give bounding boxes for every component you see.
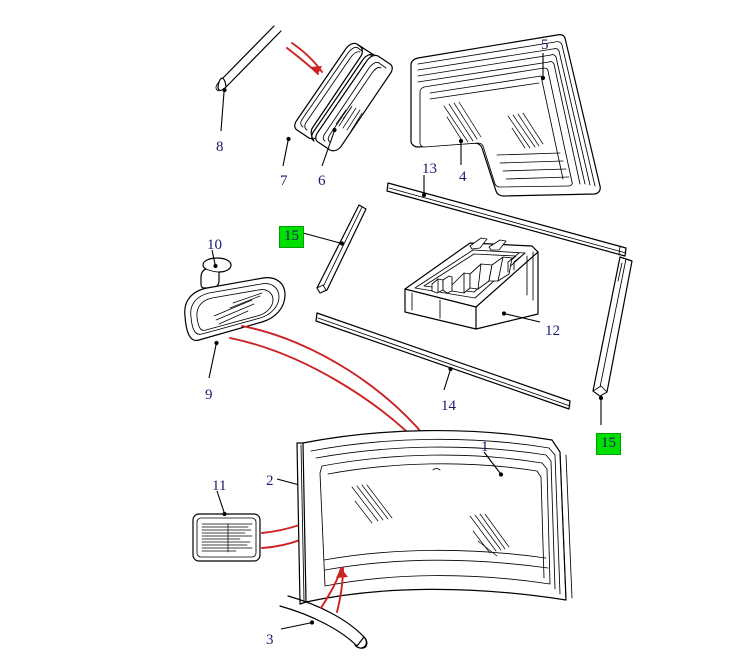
part-label-8[interactable]: 8 [216,139,224,155]
part-label-9[interactable]: 9 [205,387,213,403]
part-9-rear-view-mirror [184,277,286,342]
leader-8 [220,87,227,132]
part-label-6[interactable]: 6 [318,173,326,189]
part-11-information-label [192,513,261,562]
leader-9 [208,340,219,379]
leader-11 [216,490,227,517]
part-label-7[interactable]: 7 [280,173,288,189]
part-13-upper-finisher-strip [386,182,627,257]
part-8-filler-strip [215,25,282,92]
leader-3 [280,620,315,630]
part-label-1[interactable]: 1 [481,439,489,455]
part-label-14[interactable]: 14 [441,398,456,414]
assembly-arrow-side-window [286,42,323,75]
leader-15-right [598,395,604,425]
assembly-arrow-weatherstrip [320,567,348,613]
part-label-5[interactable]: 5 [541,37,549,53]
leader-1 [483,451,504,477]
leader-6 [321,127,337,167]
part-6-side-window-glass [310,44,393,152]
part-label-12[interactable]: 12 [545,323,560,339]
part-label-3[interactable]: 3 [266,632,274,648]
leader-4 [458,138,464,165]
part-5-rear-window-glass [410,34,601,197]
part-12-clip-retainer-box [404,237,539,330]
part-label-13[interactable]: 13 [422,161,437,177]
part-15-right-side-finisher [592,256,633,397]
part-14-lower-finisher-strip [315,312,571,410]
part-15-left-side-finisher [316,204,367,294]
leader-14 [443,366,453,391]
leader-12 [501,311,541,323]
leader-15-left [302,232,345,246]
part-label-11[interactable]: 11 [212,478,227,494]
part-label-10[interactable]: 10 [207,237,222,253]
leader-5 [540,53,546,81]
leader-10 [211,249,218,269]
part-label-4[interactable]: 4 [459,169,467,185]
part-label-15-right[interactable]: 15 [596,433,621,455]
leader-13 [421,175,427,198]
part-label-15-left[interactable]: 15 [279,226,304,248]
part-label-2[interactable]: 2 [266,473,274,489]
leader-7 [282,136,291,167]
part-3-lower-weatherstrip [279,595,368,649]
